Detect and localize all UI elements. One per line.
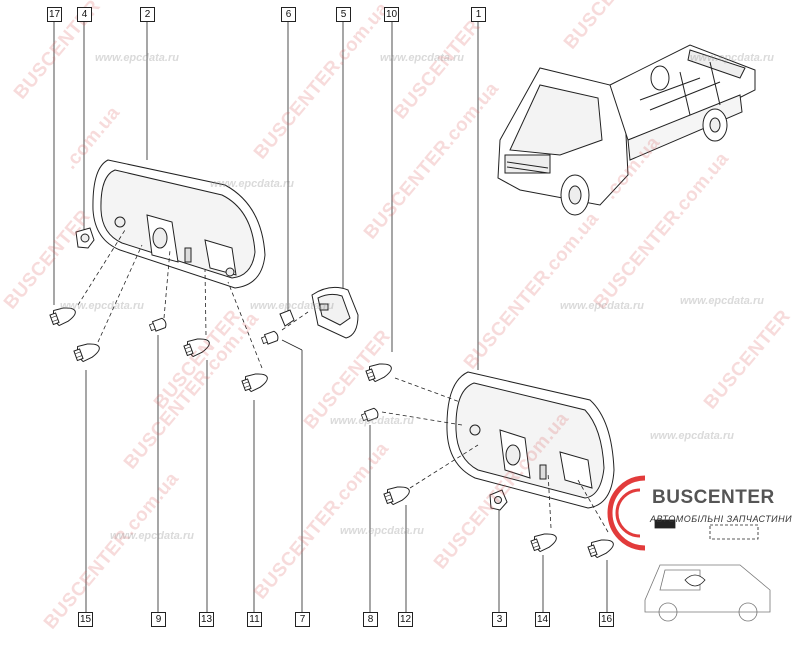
callout-1: 1 (471, 7, 486, 22)
assembly-lines-left (77, 229, 263, 369)
callout-15: 15 (78, 612, 93, 627)
callout-8: 8 (363, 612, 378, 627)
bulbs-left (48, 303, 271, 394)
buscenter-logo-mark (607, 475, 646, 551)
socket-part-4 (75, 227, 95, 249)
bottom-leader-lines (85, 335, 608, 612)
callout-7: 7 (295, 612, 310, 627)
callout-13: 13 (199, 612, 214, 627)
callout-14: 14 (535, 612, 550, 627)
left-tail-lamp (92, 159, 266, 289)
callout-10: 10 (384, 7, 399, 22)
callout-9: 9 (151, 612, 166, 627)
callout-6: 6 (281, 7, 296, 22)
top-leader-lines (53, 22, 479, 370)
side-marker-lamp (279, 286, 359, 339)
socket-part-3 (489, 489, 508, 511)
small-bulb-7 (260, 330, 280, 346)
callout-2: 2 (140, 7, 155, 22)
callout-4: 4 (77, 7, 92, 22)
callout-3: 3 (492, 612, 507, 627)
van-inset-illustration (644, 519, 771, 622)
callout-11: 11 (247, 612, 262, 627)
callout-16: 16 (599, 612, 614, 627)
callout-17: 17 (47, 7, 62, 22)
callout-5: 5 (336, 7, 351, 22)
logo-tagline: АВТОМОБІЛЬНІ ЗАПЧАСТИНИ (650, 514, 793, 524)
assembly-lines-right (381, 377, 609, 533)
vehicle-illustration (497, 44, 756, 216)
callout-12: 12 (398, 612, 413, 627)
right-tail-lamp (446, 371, 615, 509)
logo-brand-name: BUSCENTER (652, 487, 775, 508)
